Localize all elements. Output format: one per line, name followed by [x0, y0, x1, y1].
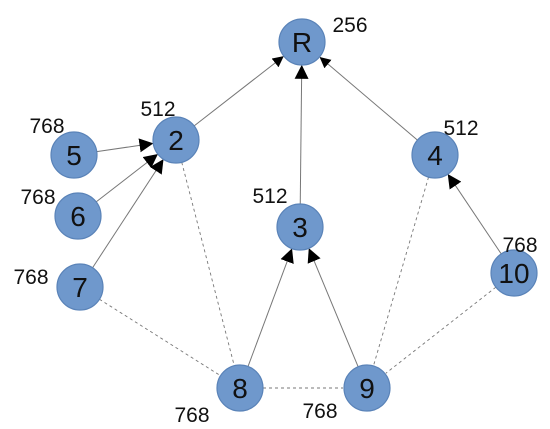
node-circle	[56, 263, 104, 311]
node-circle	[343, 364, 391, 412]
node-circle	[276, 203, 324, 251]
rank-label-R: 256	[332, 14, 367, 37]
node-4: 4	[411, 131, 459, 179]
node-5: 5	[50, 131, 98, 179]
arrow-4-to-R	[319, 56, 418, 141]
node-circle	[216, 364, 264, 412]
arrow-5-to-2	[96, 138, 154, 153]
rank-label-6: 768	[20, 186, 55, 209]
rank-label-5: 768	[29, 115, 64, 138]
arrow-7-to-2	[92, 159, 164, 269]
arrow-9-to-3	[307, 248, 359, 367]
arrow-3-to-R	[294, 64, 309, 205]
rank-label-4: 512	[443, 117, 478, 140]
node-label: 8	[232, 373, 248, 404]
rank-label-3: 512	[252, 185, 287, 208]
node-label: 10	[498, 258, 529, 289]
node-7: 7	[56, 263, 104, 311]
dashed-link-10-9	[385, 286, 497, 374]
dashed-link-2-8	[181, 162, 235, 365]
node-circle	[411, 131, 459, 179]
node-label: 7	[72, 272, 88, 303]
nodes-layer: R 2 3 4 5 6 7 8 9 10	[50, 18, 538, 412]
node-label: 4	[427, 140, 443, 171]
arrow-10-to-4	[447, 173, 502, 255]
node-circle	[152, 116, 200, 164]
dashed-link-4-9	[373, 176, 429, 366]
node-circle	[490, 249, 538, 297]
rank-label-8: 768	[174, 404, 209, 427]
node-label: 3	[292, 212, 308, 243]
node-circle	[278, 18, 326, 66]
node-label: 6	[70, 201, 86, 232]
node-label: R	[292, 27, 312, 58]
node-label: 9	[359, 373, 375, 404]
rank-label-2: 512	[140, 98, 175, 121]
node-label: 2	[168, 125, 184, 156]
rank-label-9: 768	[302, 400, 337, 423]
node-9: 9	[343, 364, 391, 412]
arrow-2-to-R	[193, 56, 284, 127]
rank-label-10: 768	[502, 234, 537, 257]
node-10: 10	[490, 249, 538, 297]
node-8: 8	[216, 364, 264, 412]
arrow-8-to-3	[247, 248, 294, 367]
node-3: 3	[276, 203, 324, 251]
node-circle	[50, 131, 98, 179]
edges-layer	[92, 56, 502, 389]
arrow-6-to-2	[95, 153, 158, 203]
node-2: 2	[152, 116, 200, 164]
node-6: 6	[54, 192, 102, 240]
dashed-link-7-8	[99, 298, 220, 376]
node-circle	[54, 192, 102, 240]
rank-label-7: 768	[13, 266, 48, 289]
node-R: R	[278, 18, 326, 66]
node-label: 5	[66, 140, 82, 171]
